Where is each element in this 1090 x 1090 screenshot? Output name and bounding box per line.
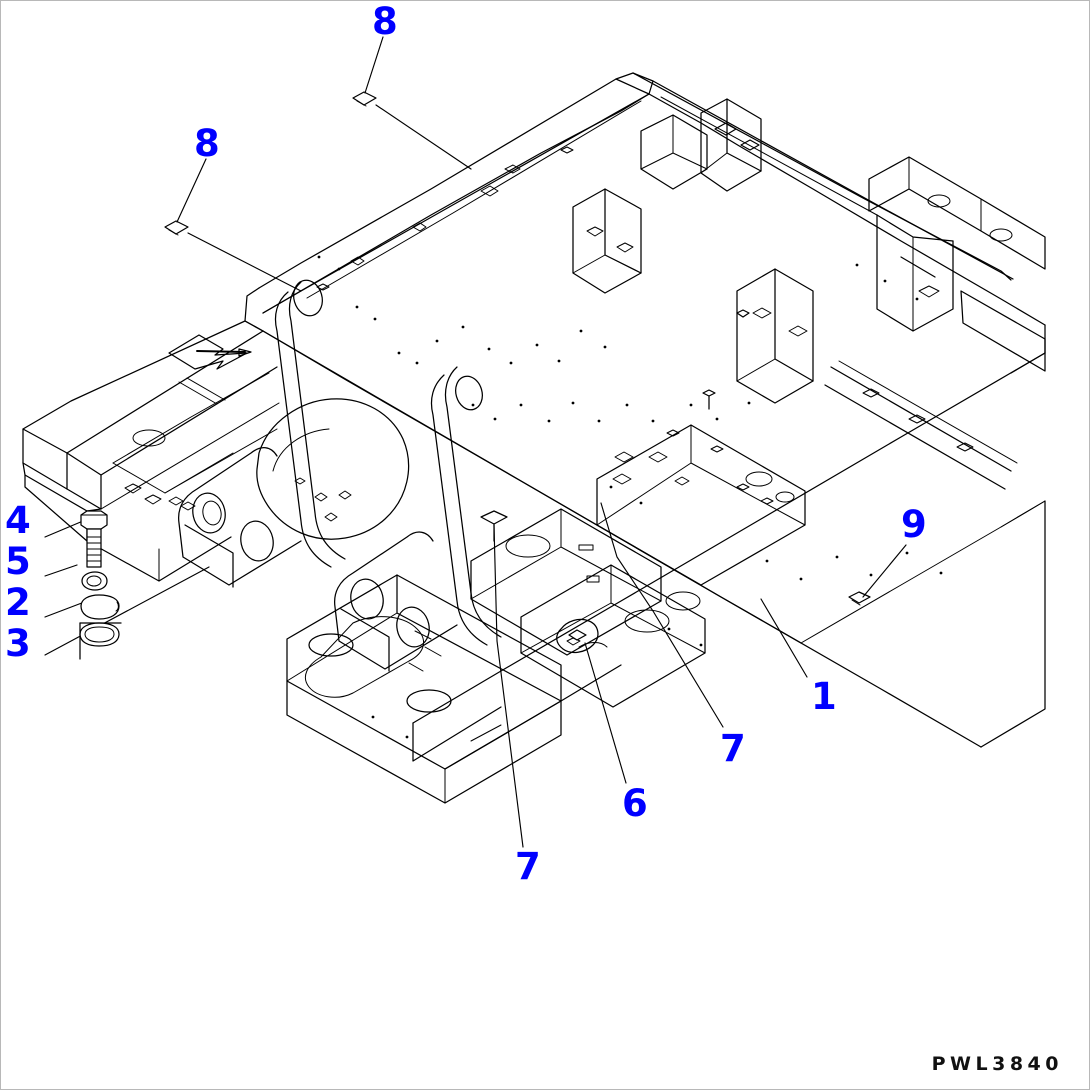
callout-6[interactable]: 6: [622, 782, 648, 825]
callout-1[interactable]: 1: [811, 675, 837, 718]
part-washer: [81, 571, 108, 591]
leader-5: [44, 564, 78, 577]
callout-7-right[interactable]: 7: [720, 727, 746, 770]
detail-parts-group: [79, 510, 122, 660]
frame-plug-fittings: [164, 91, 871, 641]
left-end-frame: [22, 320, 280, 582]
main-frame-assembly: [22, 72, 1046, 804]
leader-8-top: [364, 36, 384, 94]
center-longitudinal-beam: [262, 330, 1046, 762]
center-deck-plates: [470, 424, 806, 708]
rear-upper-rail: [258, 72, 1014, 314]
leader-2: [44, 600, 88, 618]
leader-8-top-tail: [375, 104, 472, 170]
front-cross-member: [444, 618, 622, 770]
upper-deck-plate: [244, 93, 1046, 644]
leader-4: [44, 520, 84, 538]
part-hex-head-bolt: [80, 510, 108, 568]
part-cap: [80, 594, 120, 620]
center-boom-bracket: [178, 279, 502, 672]
drawing-part-number: PWL3840: [931, 1053, 1063, 1075]
leader-7-right: [600, 502, 724, 728]
callout-9[interactable]: 9: [901, 503, 927, 546]
rear-bracket-cluster: [640, 98, 762, 192]
leader-1: [760, 598, 808, 678]
callout-8-top[interactable]: 8: [372, 0, 398, 43]
leader-8-left: [176, 158, 207, 223]
part-ring-seal: [79, 622, 122, 660]
leader-3: [44, 566, 210, 656]
callout-3[interactable]: 3: [5, 622, 31, 665]
right-end-rail: [824, 290, 1046, 490]
callout-7-left[interactable]: 7: [515, 845, 541, 888]
leader-9: [862, 544, 907, 598]
leader-8-left-tail: [187, 232, 302, 292]
leader-7-left: [493, 524, 524, 848]
callout-4[interactable]: 4: [5, 499, 31, 542]
leader-6: [584, 642, 627, 784]
right-cross-beams: [572, 156, 1046, 404]
callout-8-left[interactable]: 8: [194, 122, 220, 165]
left-front-lower-box: [286, 574, 562, 804]
surface-detail-marks: [317, 255, 943, 739]
leader-lines: [44, 36, 907, 848]
callout-5[interactable]: 5: [5, 540, 31, 583]
callout-2[interactable]: 2: [5, 581, 31, 624]
